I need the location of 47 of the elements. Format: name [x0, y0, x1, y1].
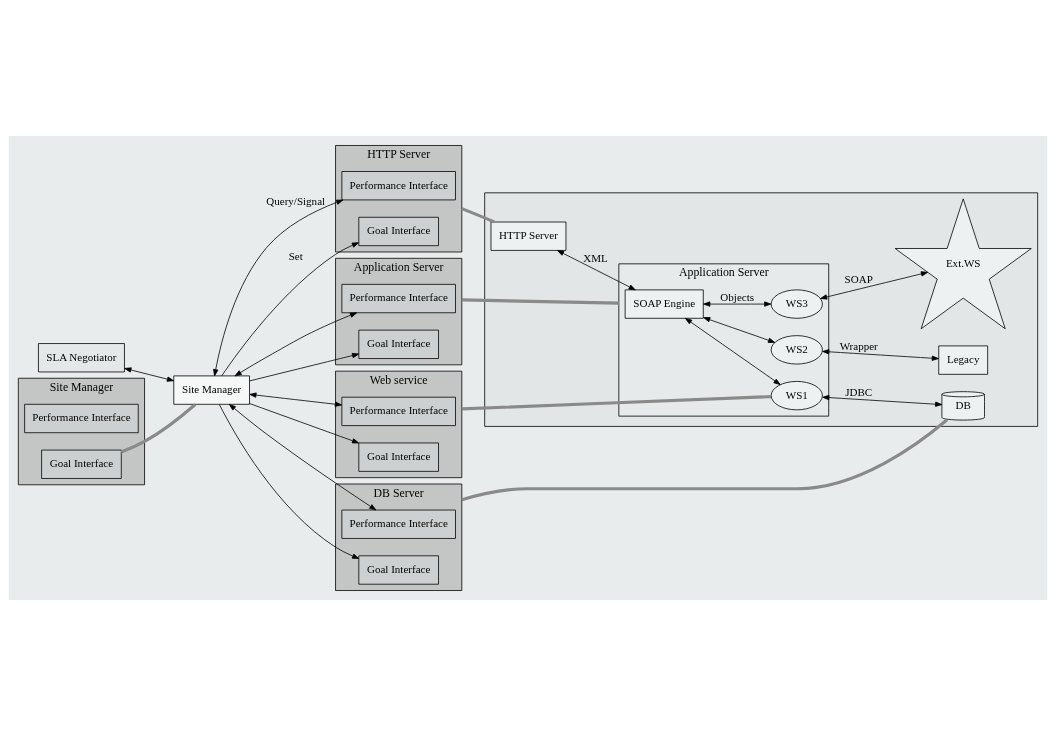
node-box: Site Manager: [173, 375, 250, 405]
edge-label: Set: [288, 250, 303, 263]
arrow: [219, 404, 360, 559]
arrow: [213, 199, 344, 377]
edge-label: SOAP: [844, 272, 873, 285]
edge-label: Objects: [720, 291, 755, 304]
connector: [461, 207, 495, 224]
edge-label: JDBC: [845, 385, 873, 398]
arrow: [249, 352, 360, 382]
node-box: Goal Interface: [358, 442, 439, 472]
node-box: SOAP Engine: [624, 289, 704, 319]
edge-label: Query/Signal: [266, 194, 326, 207]
arrow: [703, 317, 776, 343]
arrow: [703, 301, 772, 307]
arrow: [557, 250, 636, 291]
cluster: [484, 192, 1039, 427]
node-ellipse: WS2: [770, 335, 823, 365]
arrow: [820, 271, 928, 300]
connector: [461, 418, 949, 502]
node-ellipse: WS1: [770, 381, 823, 411]
edge-label: XML: [583, 251, 608, 264]
connector: [461, 395, 772, 411]
node-box: Goal Interface: [358, 555, 439, 585]
node-box: Performance Interface: [341, 283, 456, 314]
arrow: [822, 394, 943, 407]
node-box: SLA Negotiator: [38, 343, 125, 373]
arrow: [234, 312, 358, 377]
arrow: [221, 242, 359, 377]
node-box: Goal Interface: [358, 329, 439, 359]
node-box: Goal Interface: [41, 449, 122, 479]
node-box: Legacy: [938, 345, 989, 375]
arrow: [685, 318, 781, 385]
node-box: Performance Interface: [24, 403, 139, 434]
arrow: [228, 404, 377, 511]
arrow: [249, 403, 360, 444]
node-box: HTTP Server: [490, 221, 567, 251]
node-box: Performance Interface: [341, 509, 456, 539]
node-ellipse: WS3: [770, 289, 823, 319]
node-box: Goal Interface: [358, 216, 439, 247]
edge-label: Wrapper: [839, 340, 878, 353]
arrow: [822, 349, 939, 361]
node-box: Performance Interface: [341, 396, 456, 426]
arrow: [249, 392, 343, 407]
node-box: Performance Interface: [341, 171, 456, 201]
connector: [461, 298, 619, 305]
arrow: [124, 367, 174, 382]
connector: [120, 403, 197, 454]
